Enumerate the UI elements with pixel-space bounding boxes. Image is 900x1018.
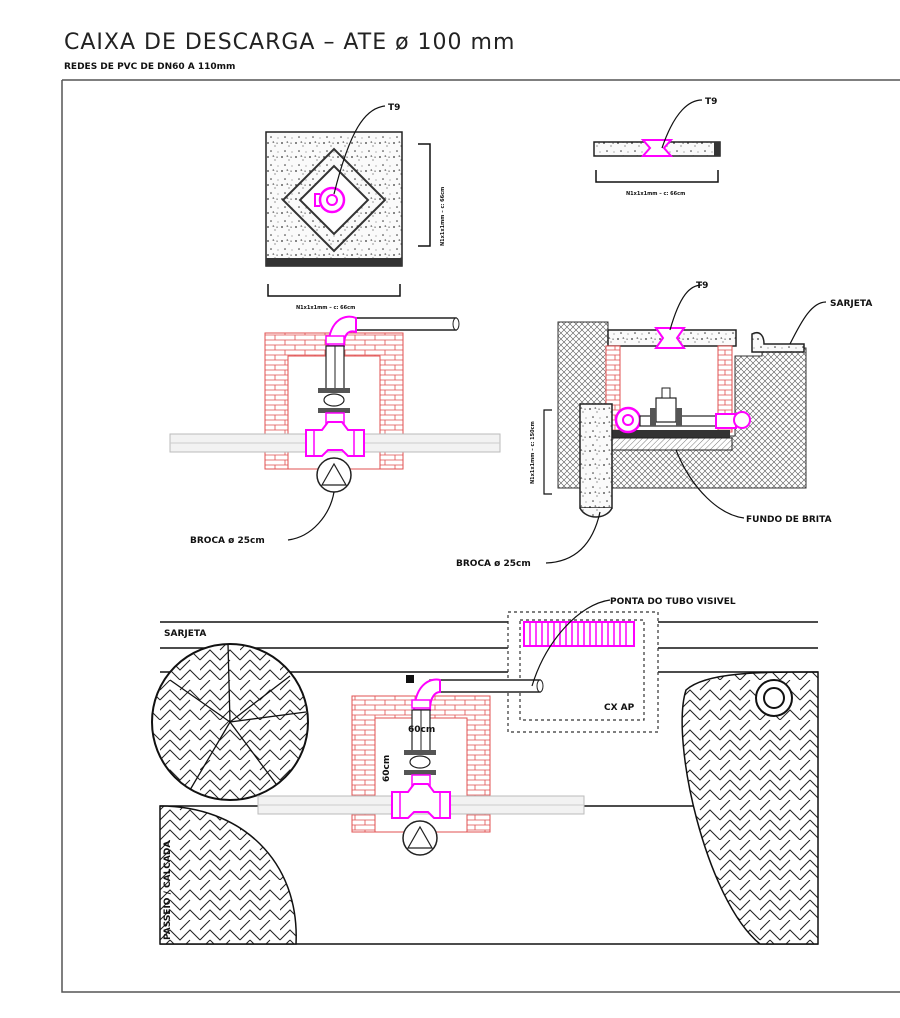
fundo-label: FUNDO DE BRITA <box>746 515 832 525</box>
cover-dimension: N1x1x1mm – c: 66cm <box>626 191 685 197</box>
section-view: T9 SARJETA BROCA ø 25cm N1x1x1mm – c: 15… <box>456 281 872 569</box>
drawing-title: CAIXA DE DESCARGA – ATE ø 100 mm <box>64 30 516 55</box>
passeio-label: PASSEIO / CALCADA <box>163 841 173 940</box>
broca-elevation-label: BROCA ø 25cm <box>190 536 265 546</box>
cx-ap-label: CX AP <box>604 703 635 713</box>
cover-view: T9 N1x1x1mm – c: 66cm <box>593 97 721 197</box>
sarjeta-section-label: SARJETA <box>830 299 872 309</box>
street-plan: SARJETA PASSEIO / CALCADA <box>151 597 819 945</box>
ponta-label: PONTA DO TUBO VISIVEL <box>610 597 736 607</box>
plan-horizontal-dimension: N1x1x1mm – c: 66cm <box>296 305 355 311</box>
t9-cover-label: T9 <box>705 97 717 107</box>
t9-plan-label: T9 <box>388 103 400 113</box>
plan-vertical-dimension: N1x1x1mm – c: 66cm <box>440 187 446 246</box>
elevation-view: BROCA ø 25cm <box>169 315 501 546</box>
t9-section-label: T9 <box>696 281 708 291</box>
section-vertical-dimension: N1x1x1mm – c: 150cm <box>530 421 536 484</box>
dim-60-horizontal: 60cm <box>408 725 435 735</box>
drawing-subtitle: REDES DE PVC DE DN60 A 110mm <box>64 62 236 72</box>
sarjeta-plan-label: SARJETA <box>164 629 206 639</box>
plan-view: T9 N1x1x1mm – c: 66cm N1x1x1mm – c: 66cm <box>265 103 446 311</box>
dim-60-vertical: 60cm <box>382 755 392 782</box>
broca-section-label: BROCA ø 25cm <box>456 559 531 569</box>
